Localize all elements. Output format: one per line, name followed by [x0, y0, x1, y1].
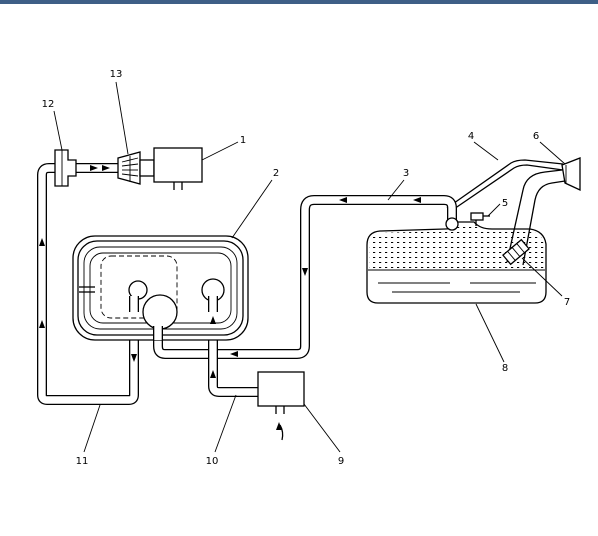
purge-solenoid — [117, 151, 155, 185]
evap-canister — [72, 235, 249, 341]
callout-13: 13 — [110, 69, 123, 80]
callout-9: 9 — [338, 456, 344, 467]
filler-neck — [506, 157, 581, 266]
callout-3: 3 — [403, 168, 409, 179]
leader-lines — [53, 81, 566, 453]
callouts: 13 12 1 2 3 4 6 5 7 8 9 10 11 — [42, 69, 571, 467]
callout-4: 4 — [468, 131, 474, 142]
callout-11: 11 — [76, 456, 89, 467]
vent-solenoid — [257, 371, 305, 441]
callout-10: 10 — [206, 456, 219, 467]
callout-5: 5 — [502, 198, 508, 209]
callout-12: 12 — [42, 99, 55, 110]
callout-1: 1 — [240, 135, 246, 146]
vent-line — [446, 159, 564, 212]
service-valve — [470, 212, 490, 226]
callout-7: 7 — [564, 297, 570, 308]
engine-box — [153, 147, 203, 190]
t-fitting — [54, 149, 77, 187]
flow-arrows — [39, 165, 421, 430]
callout-8: 8 — [502, 363, 508, 374]
rollover-valve — [445, 217, 459, 231]
fuel-tank — [366, 221, 547, 304]
callout-6: 6 — [533, 131, 539, 142]
callout-2: 2 — [273, 168, 279, 179]
pressure-sensor — [502, 238, 530, 266]
top-bar — [0, 0, 598, 4]
